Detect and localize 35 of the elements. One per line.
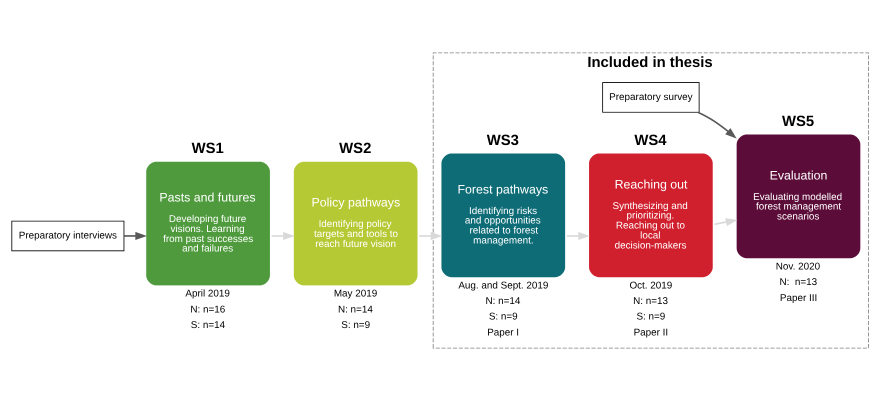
node-label: WS3 [486,132,519,148]
node-box: Pasts and futures Developing future visions. Learning from past successes and failures [146,161,270,285]
node-label: Aug. and Sept. 2019 [458,280,548,291]
node-label: May 2019 [334,288,378,300]
node-label: S: n=9 [636,311,666,322]
node-label: N: n=13 [780,276,818,288]
node-label: N: n=14 [486,296,520,307]
node-label: N: n=16 [190,304,226,315]
node-label: S: n=14 [190,319,226,330]
node-label: S: n=9 [488,311,518,322]
node-label: Paper II [634,326,668,338]
arrow [714,218,738,226]
arrow [124,231,147,240]
node-label: Oct. 2019 [629,280,672,291]
node-label: WS5 [782,113,814,130]
node-label: S: n=9 [341,319,370,330]
arrow [698,111,737,138]
node-label: WS4 [634,132,667,148]
node-box: Preparatory survey [602,82,700,112]
node-box: Forest pathways Identifying risks and opportunities related to forest management. [441,153,566,277]
node-label: Paper III [780,292,818,304]
arrow [272,231,295,240]
node-box: Policy pathways Identifying policy targets and tools to reach future vision [294,161,418,285]
node-label: WS1 [192,140,224,157]
node-label: Nov. 2020 [776,260,820,272]
node-box: Evaluation Evaluating modelled forest management scenarios [736,134,860,258]
node-box: Preparatory interviews [11,220,124,251]
node-label: April 2019 [185,288,230,300]
node-label: N: n=13 [633,296,668,307]
node-box: Reaching out Synthesizing and prioritizing. Reaching out to local decision-makers [589,153,713,277]
node-label: Paper I [487,326,520,338]
arrow [566,231,590,240]
arrow [419,231,442,240]
node-label: WS2 [339,140,372,157]
node-label: N: n=14 [338,304,373,315]
